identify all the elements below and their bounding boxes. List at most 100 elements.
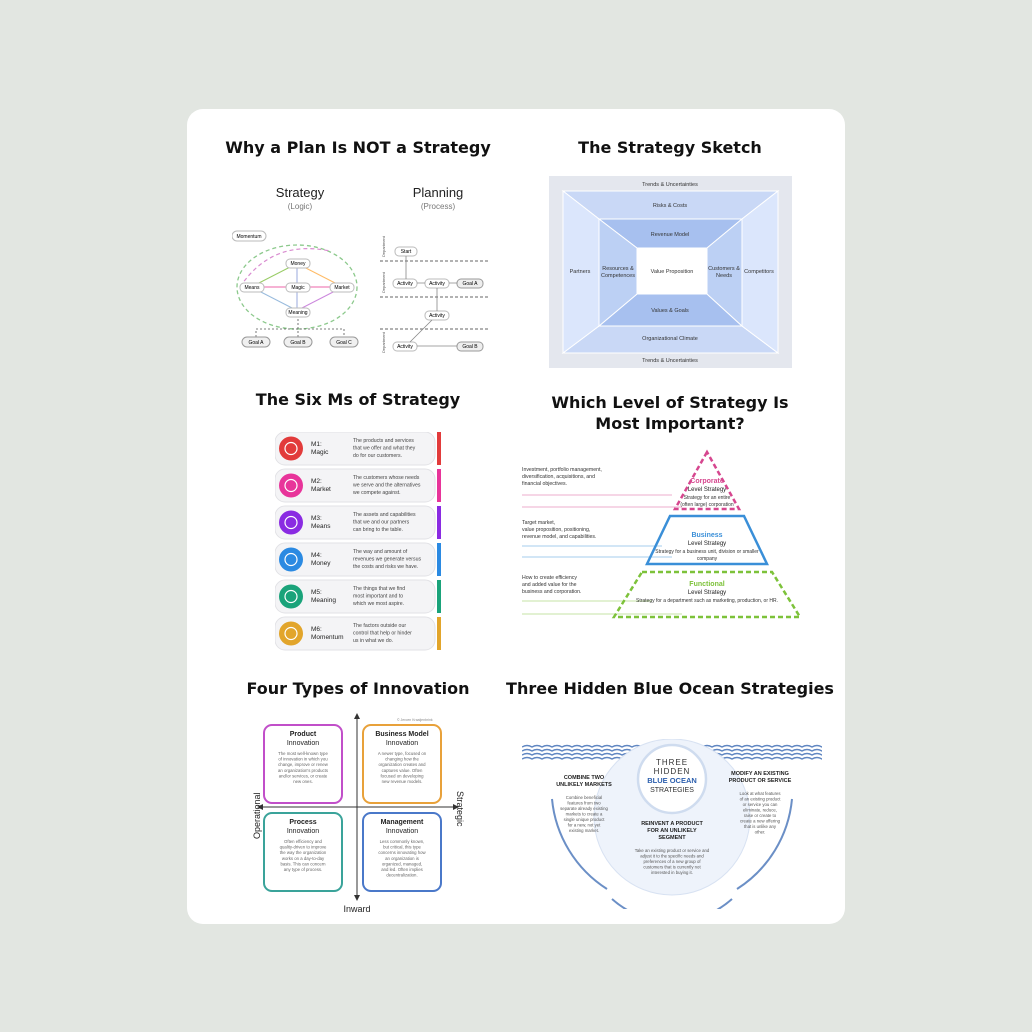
six-ms-desc: The things that we find [353,586,405,592]
six-ms-name: Magic [311,449,329,456]
strategy-heading: Strategy [276,185,325,200]
strategy-sketch-diagram: Trends & Uncertainties Risks & Costs Rev… [549,176,792,368]
axis-operational: Operational [252,792,262,839]
quadrant-desc: organization creates and [378,762,426,767]
six-ms-name: Money [311,560,331,567]
quadrant-desc: focused on developing [380,773,424,778]
node-goal-b: Goal B [290,340,306,346]
right-title: PRODUCT OR SERVICE [729,778,792,784]
level-desc: Strategy for an entire [684,495,731,501]
six-ms-desc: the costs and risks we have. [353,564,418,570]
quadrant-subtitle: Innovation [386,828,418,835]
right-desc: create a new offering [740,819,781,824]
svg-text:Customers &: Customers & [708,266,740,272]
proc-activity-2: Activity [429,281,445,287]
node-market: Market [334,285,350,291]
center-circle [636,743,708,815]
dept-label-2: Department [381,271,386,293]
quadrant-desc: Less commonly known, [380,839,425,844]
right-desc: that is unlike any [744,824,777,829]
proc-start: Start [401,249,412,255]
dept-label-1: Department [381,235,386,257]
quadrant-desc: but critical, this type [383,845,421,850]
sketch-title: The Strategy Sketch [578,138,762,157]
left-desc: features from two [567,801,601,806]
node-money: Money [290,261,306,267]
quadrant-subtitle: Innovation [287,740,319,747]
arrow-up-icon [354,713,360,719]
left-desc: single unique product [564,817,606,822]
six-ms-desc: do for our customers. [353,453,402,459]
center-blue-text: BLUE OCEAN [647,776,697,785]
proc-goal-a: Goal A [462,281,478,287]
infographic-card: Why a Plan Is NOT a Strategy The Strateg… [187,109,845,924]
right-desc: other. [755,830,766,835]
proc-activity-1: Activity [397,281,413,287]
middle-desc: customers that is currently not [643,865,701,870]
level-side-text: Target market, [522,520,555,526]
quadrant-subtitle: Innovation [386,740,418,747]
plan-title: Why a Plan Is NOT a Strategy [225,138,491,157]
six-ms-name: Meaning [311,597,336,604]
quadrant-desc: new revenue models. [382,779,423,784]
level-side-text: How to create efficiency [522,575,577,581]
six-ms-item-5: M5:Meaning The things that we find most im… [274,579,441,614]
level-desc: Strategy for a department such as market… [636,598,778,604]
quadrant-desc: and led. Often implies [381,867,423,872]
axis-inward: Inward [343,904,370,914]
diamond-icon [279,584,303,609]
dept-label-3: Department [381,331,386,353]
quadrant-desc: an organization's products [278,768,328,773]
sketch-value-prop: Value Proposition [651,269,694,275]
six-ms-label: M5: [311,589,322,596]
hand-icon [279,510,303,535]
level-desc: (often large) corporation [680,502,734,508]
quadrant-desc: new ones. [293,779,313,784]
innovation-title: Four Types of Innovation [246,679,470,698]
sketch-partners: Partners [570,269,591,275]
level-desc: company [697,556,718,562]
strategy-levels-pyramid: Investment, portfolio management,diversi… [522,449,803,619]
level-side-text: financial objectives. [522,481,567,487]
level-side-text: diversification, acquisitions, and [522,474,595,480]
quadrant-desc: basis. This can concern [280,861,326,866]
six-ms-desc: most important and to [353,594,403,600]
quadrant-desc: an organization is [385,856,419,861]
svg-text:Resources &: Resources & [602,266,634,272]
quadrant-desc: and/or services, or create [279,773,328,778]
outer-circle [593,739,751,896]
six-ms-desc: us in what we do. [353,638,393,644]
middle-desc: adjust it to the specific needs and [640,854,704,859]
middle-title: FOR AN UNLIKELY [647,828,697,834]
quadrant-desc: changing how the [385,757,419,762]
quadrant-desc: concerns innovating how [378,850,426,855]
level-side-text: and added value for the [522,582,577,588]
sketch-competitors: Competitors [744,269,774,275]
six-ms-desc: we serve and the alternatives [353,483,421,489]
sketch-climate: Organizational Climate [642,336,698,342]
quadrant-title: Management [381,819,424,826]
six-ms-desc: The assets and capabilities [353,512,416,518]
planning-subheading: (Process) [421,202,456,211]
six-ms-desc: control that help or hinder [353,631,412,637]
level-business: Target market,value proposition, positio… [522,514,769,566]
six-ms-label: M2: [311,478,322,485]
quadrant-desc: any type of process. [284,867,322,872]
six-ms-desc: that we and our partners [353,520,410,526]
plan-vs-strategy-diagram: Strategy (Logic) Planning (Process) Mome… [232,185,490,353]
level-name: Corporate [690,478,724,485]
level-title: Level Strategy [688,541,726,547]
arrow-right-icon [453,804,459,810]
sketch-revenue: Revenue Model [651,232,690,238]
middle-desc: interested in buying it. [651,870,693,875]
six-ms-name: Momentum [311,634,344,641]
center-text: HIDDEN [654,767,691,776]
node-goal-c: Goal C [336,340,352,346]
node-means: Means [244,285,260,291]
sketch-trends-top: Trends & Uncertainties [642,182,698,188]
